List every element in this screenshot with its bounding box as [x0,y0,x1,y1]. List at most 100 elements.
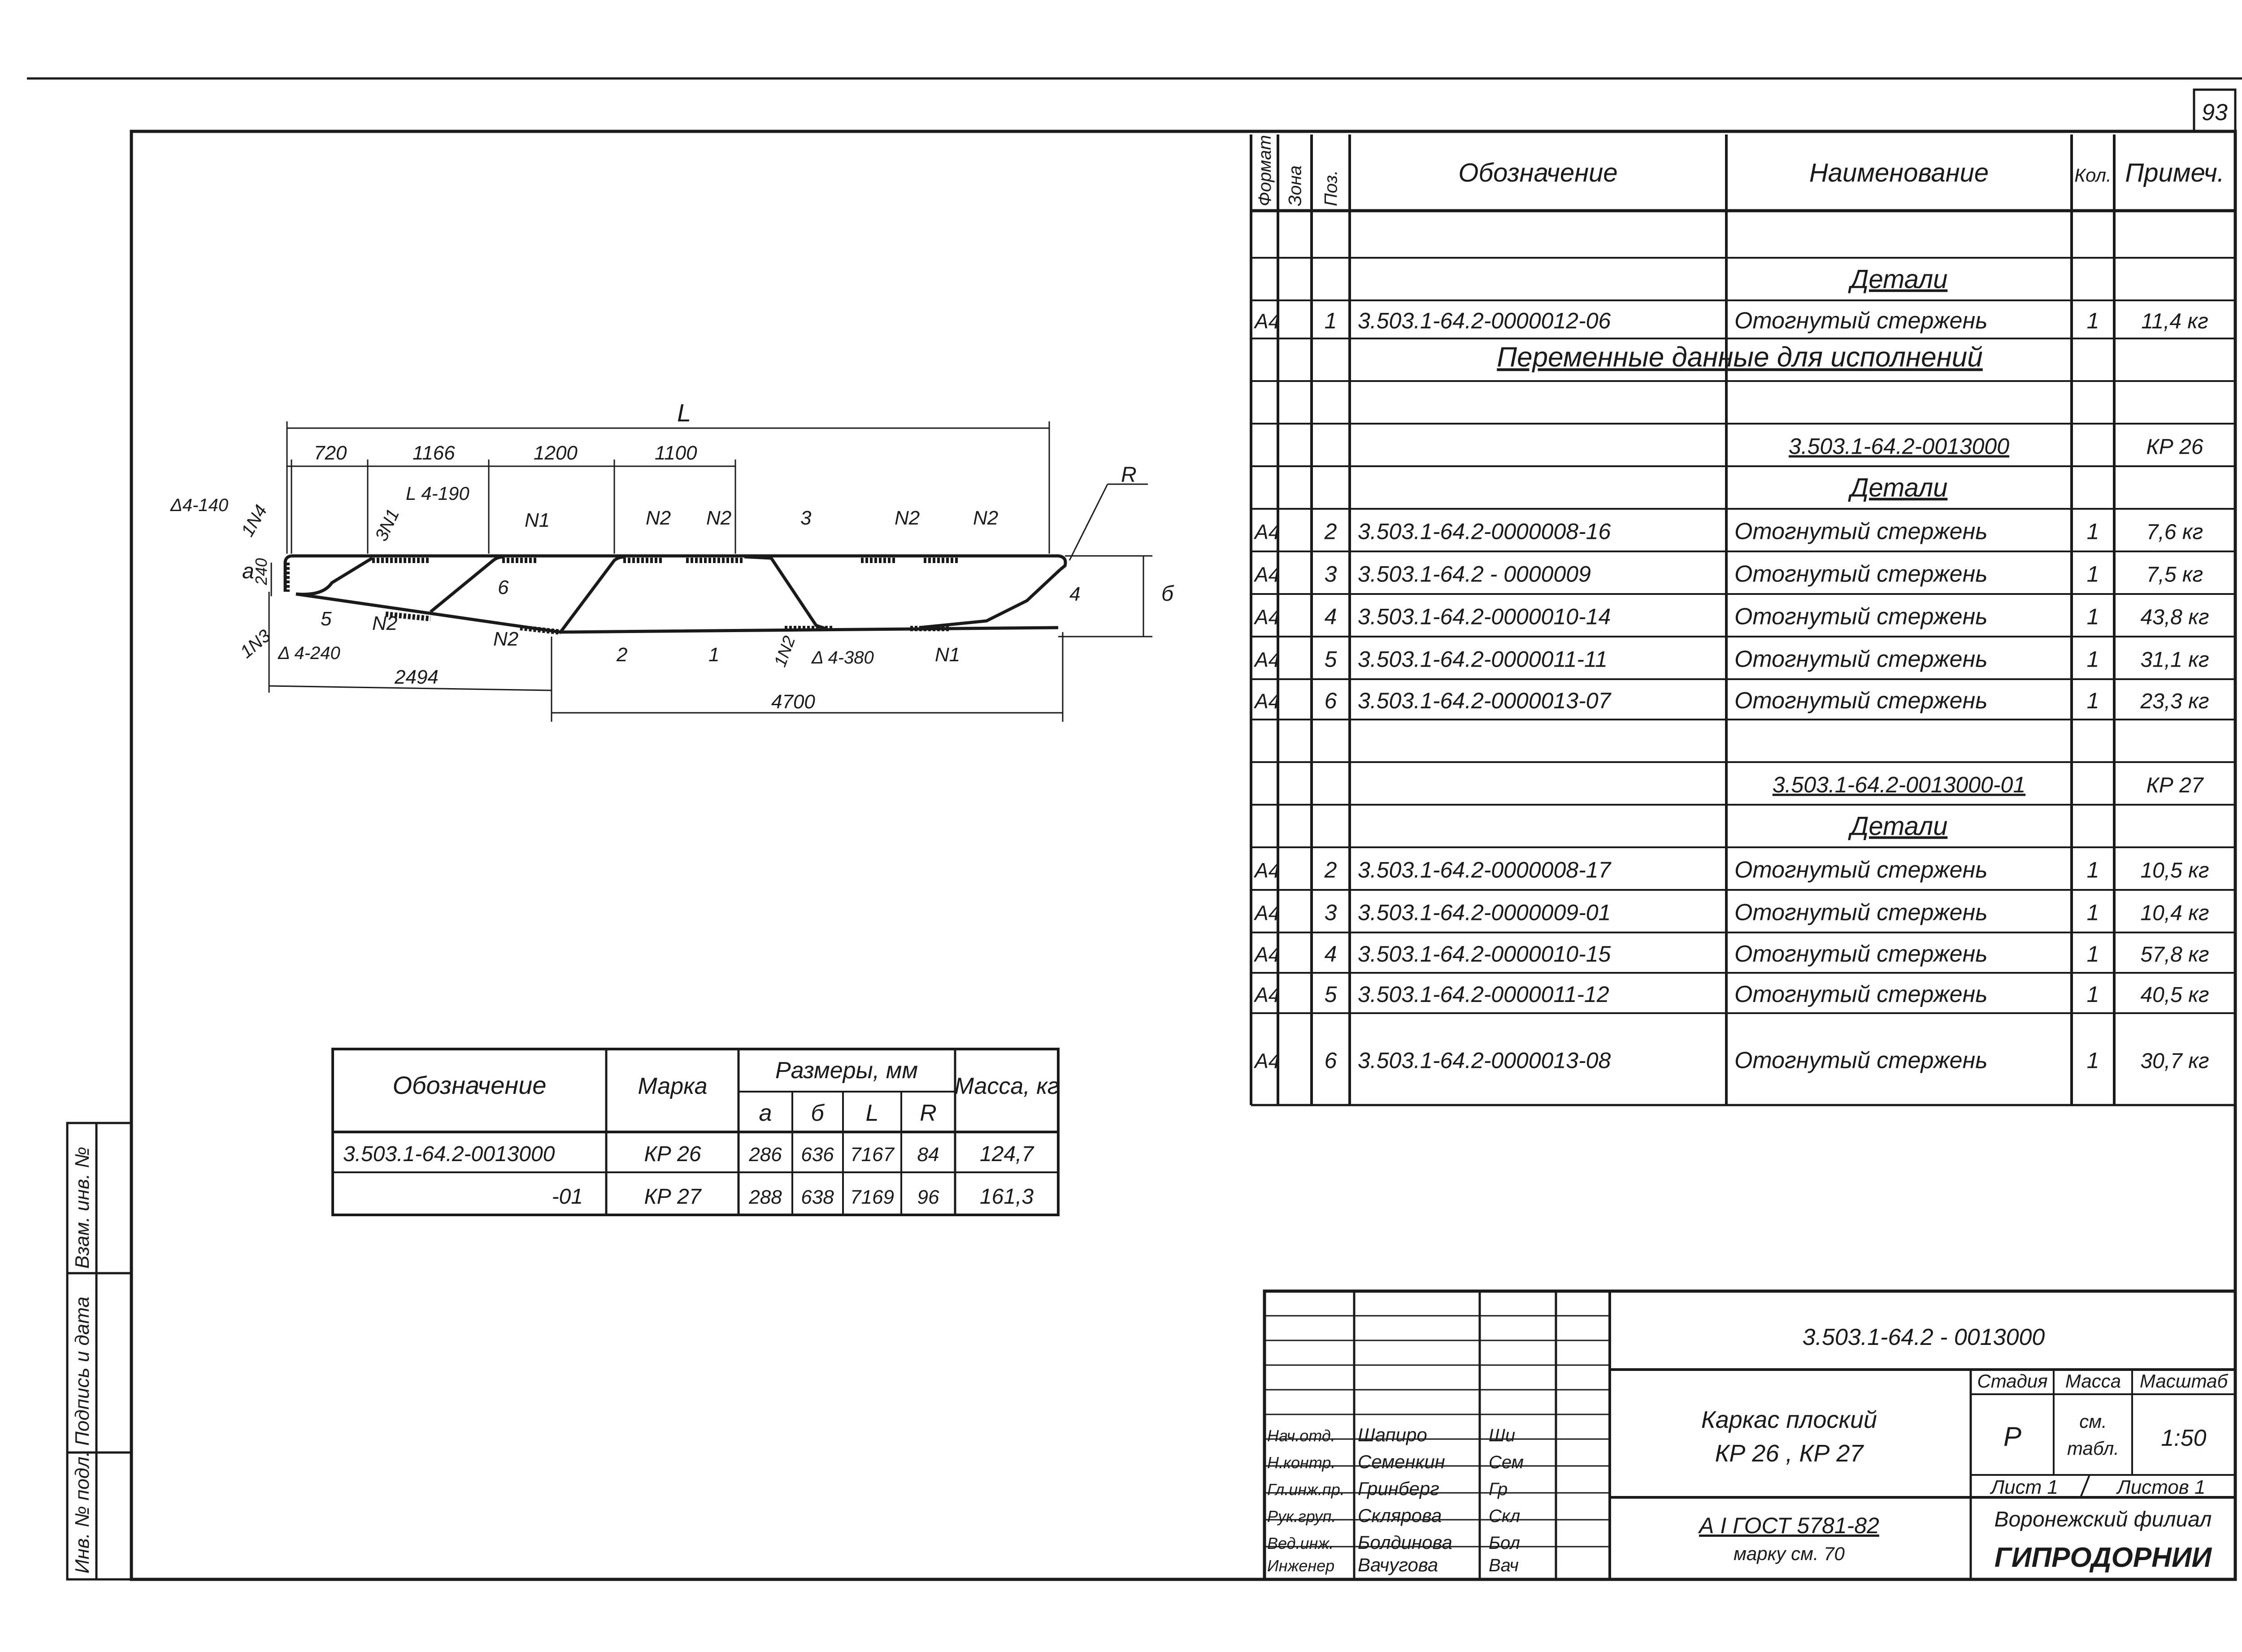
vt-row-a: 288 [748,1186,782,1208]
stamp-material-2: марку см. 70 [1734,1543,1845,1564]
stamp-person-name: Склярова [1358,1505,1442,1526]
spec-quantity: 1 [2087,647,2099,672]
vt-row-designation: -01 [552,1185,583,1209]
weld-label: Δ4-140 [170,495,228,515]
spec-header: Обозначение [1458,158,1617,187]
weld-label: 6 [498,577,509,598]
spec-quantity: 1 [2087,562,2099,587]
spec-note: 57,8 кг [2140,943,2209,967]
stamp-role: Нач.отд. [1267,1427,1335,1445]
vt-header-a: а [759,1100,772,1126]
spec-designation: 3.503.1-64.2 - 0000009 [1358,562,1591,587]
spec-header: Формат [1255,135,1275,206]
stamp-signature: Сем [1489,1453,1524,1472]
dim-4700: 4700 [771,691,815,713]
vt-row-R: 96 [917,1186,939,1208]
vt-row-b: 636 [801,1144,834,1166]
side-label-inv: Инв. № подл. [71,1451,93,1574]
weld-label: 1N2 [771,633,799,669]
spec-designation: 3.503.1-64.2-0000011-12 [1358,982,1609,1007]
weld-label: 3N1 [371,506,403,544]
weld-label: N1 [525,509,550,531]
vt-header-L: L [866,1100,879,1126]
spec-format: А4 [1253,1049,1280,1073]
weld-label: N1 [935,644,960,666]
web-bar-5 [295,557,373,596]
spec-name: Отогнутый стержень [1734,561,1988,587]
spec-note: 43,8 кг [2140,606,2209,629]
stamp-scale-header: Масштаб [2140,1370,2229,1392]
stamp-person-name: Вачугова [1358,1554,1438,1575]
stamp-role: Инженер [1267,1557,1334,1575]
spec-quantity: 1 [2087,604,2099,629]
spec-name: Отогнутый стержень [1734,857,1988,883]
spec-row: Переменные данные для исполнений [1497,342,1983,373]
dim-1200: 1200 [534,442,578,464]
stamp-role: Рук.груп. [1267,1507,1336,1526]
stamp-role: Гл.инж.пр. [1267,1480,1345,1499]
spec-note: 10,5 кг [2140,859,2209,883]
spec-name: Отогнутый стержень [1734,688,1988,714]
stamp-stage-header: Стадия [1977,1370,2047,1392]
spec-designation: 3.503.1-64.2-0000011-11 [1358,647,1608,672]
top-bar [291,554,1067,571]
spec-header: Наименование [1809,158,1989,187]
spec-designation: 3.503.1-64.2-0000008-17 [1358,858,1612,883]
stamp-signature: Бол [1489,1533,1520,1553]
spec-position: 6 [1325,1048,1337,1073]
spec-section-title: Детали [1848,473,1948,503]
web-bar-6 [429,555,505,613]
sheet-frame [130,130,2237,1581]
spec-name: Отогнутый стержень [1734,1048,1988,1074]
dim-2494: 2494 [394,666,439,688]
weld-marks [284,558,960,635]
spec-row: Детали [1848,812,1948,841]
spec-name: Отогнутый стержень [1734,941,1988,967]
page-number-box [2193,88,2237,133]
spec-format: А4 [1253,943,1280,966]
spec-header: Поз. [1321,170,1341,207]
side-label-sign: Подпись и дата [71,1296,93,1446]
spec-format: А4 [1253,606,1280,629]
spec-note: 30,7 кг [2140,1049,2209,1073]
spec-note: 10,4 кг [2140,902,2209,925]
spec-quantity: 1 [2087,858,2099,883]
dim-L: L [677,399,691,427]
spec-format: А4 [1253,520,1280,544]
spec-format: А4 [1253,689,1280,713]
vt-row-designation: 3.503.1-64.2-0013000 [343,1142,555,1166]
stamp-scale: 1:50 [2161,1425,2206,1451]
spec-designation: 3.503.1-64.2-0000008-16 [1358,519,1611,544]
dim-240: 240 [252,558,270,585]
page-number: 93 [2202,100,2228,126]
weld-label: L 4-190 [406,483,469,504]
vt-row-L: 7169 [850,1186,894,1208]
spec-quantity: 1 [2087,519,2099,544]
weld-label: N2 [895,507,920,529]
vt-row-mass: 161,3 [980,1185,1034,1209]
spec-note: КР 26 [2146,435,2203,459]
weld-label: Δ 4-380 [811,648,874,668]
spec-note: 7,6 кг [2146,520,2203,544]
stamp-title-1: Каркас плоский [1701,1406,1877,1433]
dim-1166: 1166 [413,442,455,464]
spec-note: КР 27 [2146,774,2204,798]
stamp-org-1: Воронежский филиал [1994,1508,2212,1531]
vt-row-a: 286 [748,1144,782,1166]
spec-quantity: 1 [2087,982,2099,1007]
spec-name: Отогнутый стержень [1734,981,1988,1007]
weld-label: 3 [800,507,812,529]
spec-designation: 3.503.1-64.2-0000012-06 [1358,308,1611,334]
spec-position: 3 [1325,562,1337,587]
web-bar-3 [744,555,826,630]
web-bar-2 [559,555,626,633]
label-a: а [242,559,254,583]
spec-position: 2 [1324,519,1337,544]
spec-designation: 3.503.1-64.2-0000010-15 [1358,941,1611,967]
